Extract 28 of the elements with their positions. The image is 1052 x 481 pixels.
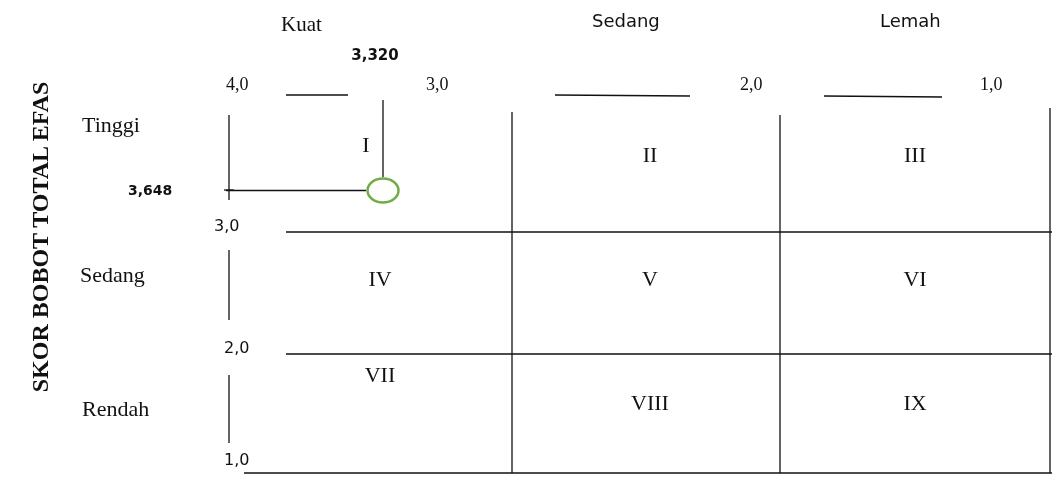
tick-label: 1,0 [980, 74, 1003, 95]
tick-label: 4,0 [226, 74, 249, 95]
quadrant-label: VIII [631, 390, 669, 416]
quadrant-label: V [642, 266, 658, 292]
tick-label: 1,0 [224, 450, 250, 469]
value-label: 3,648 [128, 182, 173, 198]
quadrant-label: IV [368, 266, 392, 292]
tick-label: 2,0 [224, 338, 250, 357]
axis-title: SKOR BOBOT TOTAL EFAS [26, 81, 54, 393]
quadrant-label: II [642, 142, 658, 168]
quadrant-label: IX [903, 390, 927, 416]
row-header: Tinggi [82, 112, 140, 138]
column-header: Lemah [880, 10, 941, 31]
row-header: Rendah [82, 396, 150, 422]
column-header: Kuat [281, 12, 322, 37]
leader-line [225, 189, 367, 192]
column-header: Sedang [592, 10, 660, 31]
quadrant-label: VII [364, 362, 396, 388]
tick-label: 3,0 [214, 216, 240, 235]
quadrant-label: I [362, 132, 370, 158]
tick-label: 3,0 [426, 74, 449, 95]
value-label: 3,320 [351, 46, 399, 64]
leader-line [382, 99, 384, 178]
quadrant-label: VI [903, 266, 927, 292]
marker-circle [366, 177, 400, 204]
row-header: Sedang [80, 262, 145, 288]
tick-label: 2,0 [740, 74, 763, 95]
quadrant-label: III [904, 142, 926, 168]
